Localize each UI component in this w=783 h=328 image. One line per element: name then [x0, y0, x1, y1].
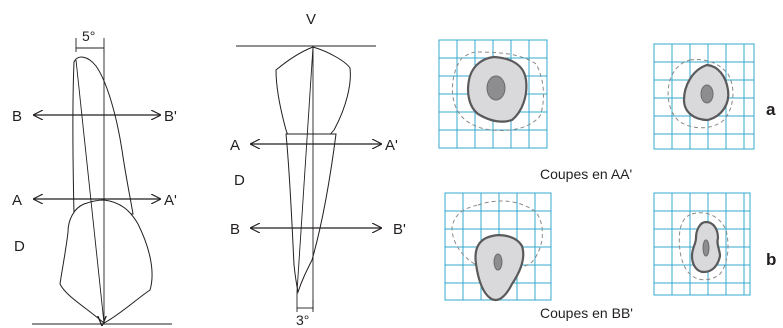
middle-angle-label: 3° — [296, 312, 309, 328]
row-a-label: a — [766, 100, 776, 119]
pulp — [702, 239, 710, 257]
left-tooth-axis — [75, 59, 105, 324]
left-tooth-group: 5° B B' A A' D V — [12, 28, 177, 328]
middle-tooth-axis — [296, 46, 314, 293]
left-label-v: V — [97, 313, 107, 328]
section-bb-right — [653, 192, 751, 296]
caption-aa: Coupes en AA' — [540, 166, 632, 182]
middle-label-v: V — [306, 11, 316, 28]
section-aa-right — [653, 43, 755, 150]
middle-label-b-prime: B' — [393, 221, 406, 238]
left-angle-label: 5° — [82, 28, 95, 44]
left-label-a: A — [12, 192, 22, 209]
section-aa-left — [438, 39, 548, 149]
left-label-b-prime: B' — [164, 108, 177, 125]
dashed-outline — [667, 59, 734, 129]
middle-label-a-prime: A' — [385, 137, 398, 154]
middle-label-b: B — [230, 221, 240, 238]
pulp — [486, 75, 506, 101]
dashed-outline — [451, 51, 544, 131]
pulp — [700, 84, 714, 104]
middle-tooth-group: V 3° A A' D B B' — [230, 11, 406, 328]
caption-bb: Coupes en BB' — [540, 305, 633, 321]
pulp — [493, 253, 503, 271]
middle-tooth-root — [285, 133, 337, 294]
row-b-label: b — [766, 250, 776, 269]
left-label-a-prime: A' — [164, 192, 177, 209]
section-bb-left — [444, 192, 552, 302]
left-label-b: B — [12, 108, 22, 125]
left-tooth-root — [72, 56, 134, 215]
middle-label-d: D — [234, 172, 245, 189]
left-tooth-crown — [59, 199, 153, 324]
dashed-outline — [678, 212, 729, 281]
middle-label-a: A — [230, 137, 240, 154]
left-label-d: D — [14, 238, 25, 255]
